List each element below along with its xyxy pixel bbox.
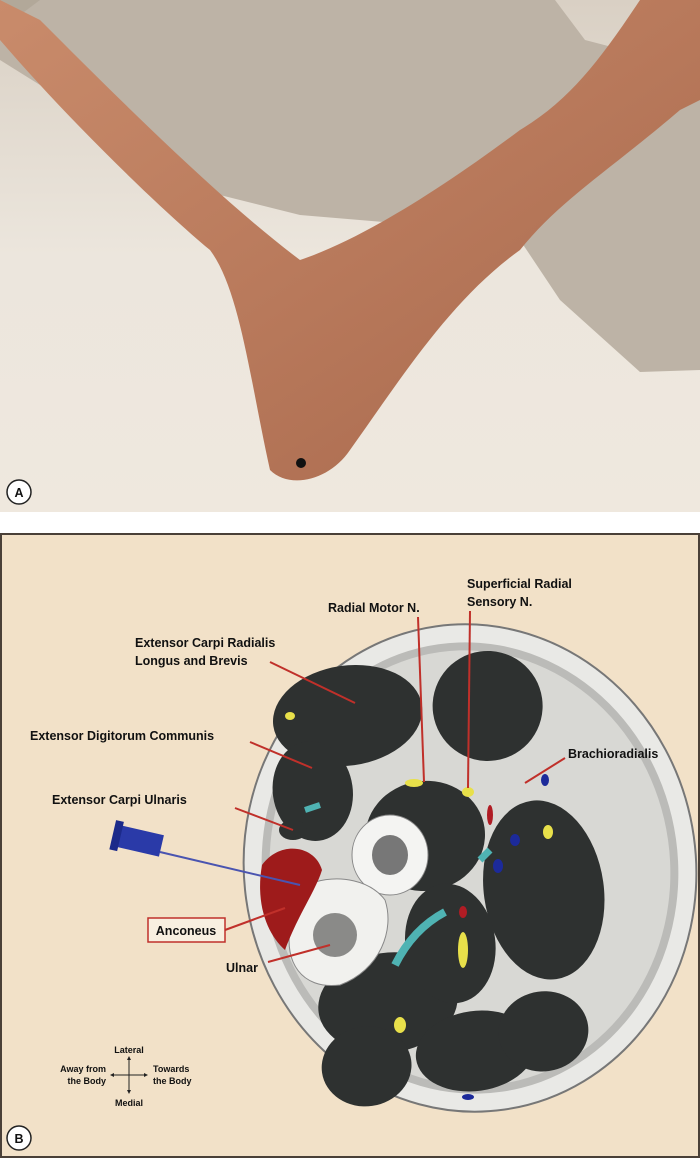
arm <box>0 0 700 481</box>
anconeus-muscle <box>260 848 322 950</box>
muscle-ecrl <box>272 664 423 767</box>
panel-b-diagram: Radial Motor N. Superficial Radial Senso… <box>0 533 700 1158</box>
panel-a-photo: A <box>0 0 700 512</box>
compass-away-2: the Body <box>67 1076 106 1086</box>
label-ulnar: Ulnar <box>226 961 258 975</box>
compass-lateral: Lateral <box>114 1045 144 1055</box>
panel-a-label: A <box>14 486 23 500</box>
forearm-cross-section <box>242 623 698 1113</box>
label-ecu: Extensor Carpi Ulnaris <box>52 793 187 807</box>
label-brachioradialis: Brachioradialis <box>568 747 658 761</box>
label-ecrl-2: Longus and Brevis <box>135 654 248 668</box>
orientation-compass: Lateral Medial Away from the Body Toward… <box>60 1045 191 1108</box>
compass-away-1: Away from <box>60 1064 106 1074</box>
label-edc: Extensor Digitorum Communis <box>30 729 214 743</box>
label-anconeus: Anconeus <box>156 924 216 938</box>
label-superficial-radial-1: Superficial Radial <box>467 577 572 591</box>
muscle-edc <box>272 741 353 841</box>
compass-towards-1: Towards <box>153 1064 189 1074</box>
shirt <box>0 0 700 372</box>
label-radial-motor-nerve: Radial Motor N. <box>328 601 420 615</box>
label-ecrl-1: Extensor Carpi Radialis <box>135 636 275 650</box>
needle-icon <box>109 820 301 886</box>
compass-medial: Medial <box>115 1098 143 1108</box>
panel-b-label: B <box>14 1132 23 1146</box>
label-superficial-radial-2: Sensory N. <box>467 595 532 609</box>
muscle-brachioradialis <box>432 650 543 761</box>
compass-towards-2: the Body <box>153 1076 192 1086</box>
entry-point-marker <box>296 458 306 468</box>
